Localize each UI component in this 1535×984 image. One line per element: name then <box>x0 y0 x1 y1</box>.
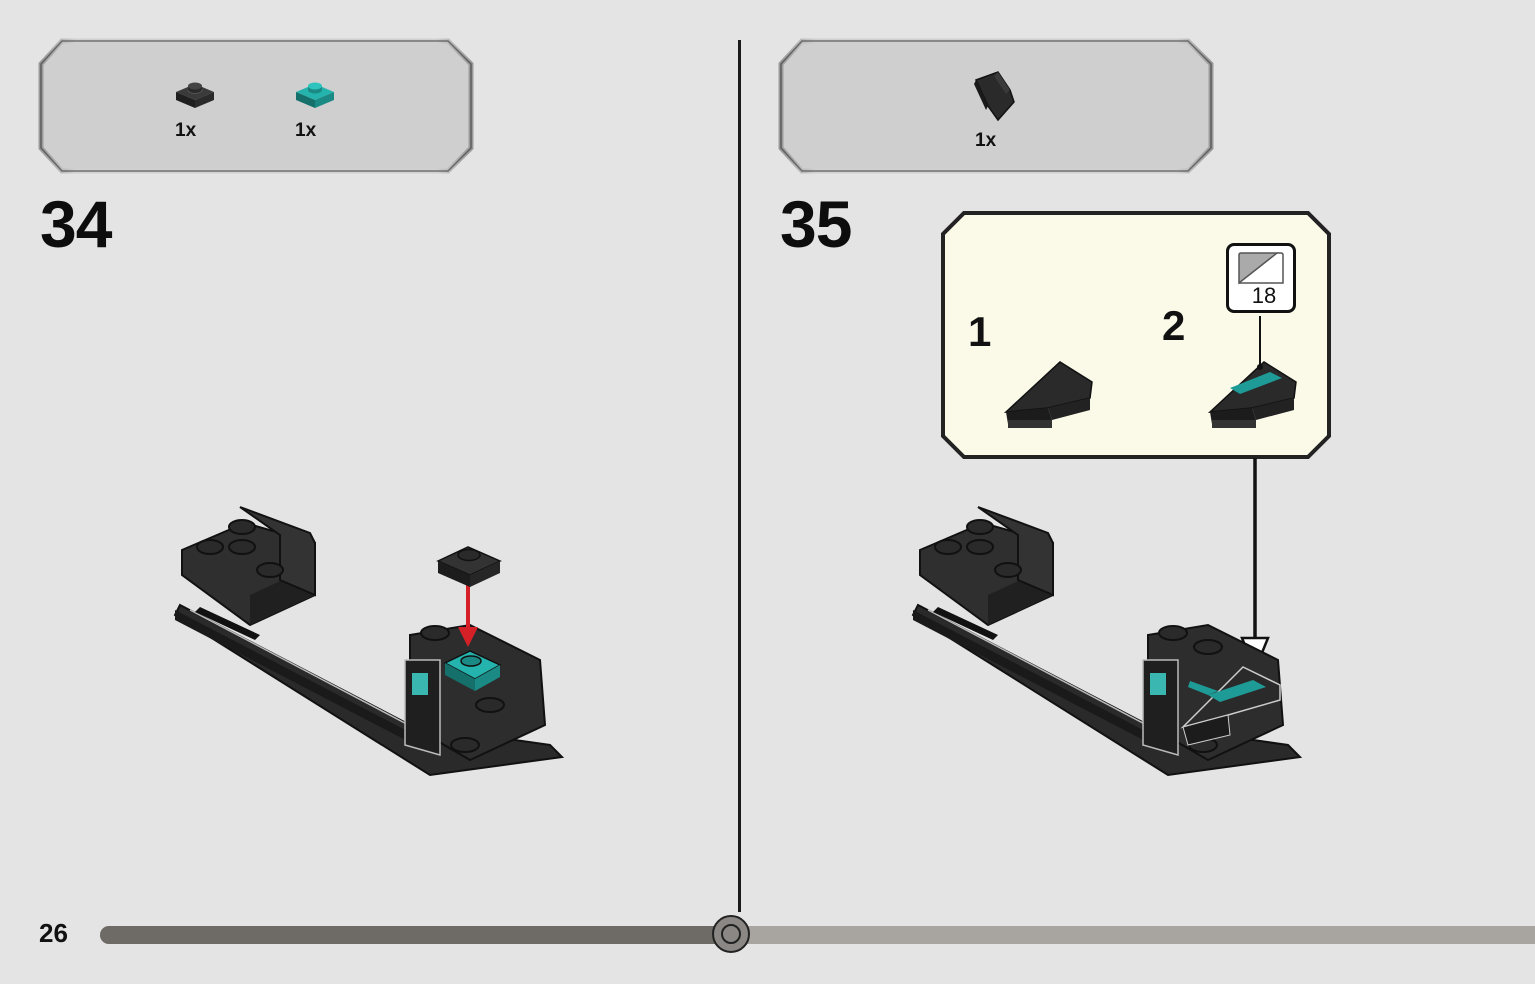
wedge-slope-piece <box>1003 361 1093 428</box>
step-divider <box>738 40 741 912</box>
substep-number: 2 <box>1162 302 1186 349</box>
step-number: 35 <box>780 187 852 261</box>
step-number: 34 <box>40 187 112 261</box>
parts-list-box-step-34: 1x 1x <box>38 38 474 174</box>
progress-fill <box>100 926 732 944</box>
step-35-model-illustration <box>911 506 1303 777</box>
sticker-reference: 18 <box>1226 243 1296 313</box>
parts-box-frame <box>38 38 474 174</box>
black-wedge-slope-icon <box>974 71 1015 122</box>
parts-list-box-step-35: 1x <box>778 38 1214 174</box>
part-quantity: 1x <box>175 120 197 141</box>
wedge-with-sticker-piece <box>1207 316 1297 428</box>
step-34-model-illustration <box>173 506 565 777</box>
substep-number: 1 <box>968 308 992 355</box>
page-number: 26 <box>39 918 68 948</box>
sticker-number: 18 <box>1251 283 1277 308</box>
black-plate-1x1-icon <box>176 82 214 108</box>
part-quantity: 1x <box>295 120 317 141</box>
sticker-peel-icon <box>1238 252 1284 285</box>
teal-plate-1x1-icon <box>296 82 334 108</box>
part-quantity: 1x <box>975 130 997 151</box>
progress-indicator[interactable] <box>712 915 751 953</box>
